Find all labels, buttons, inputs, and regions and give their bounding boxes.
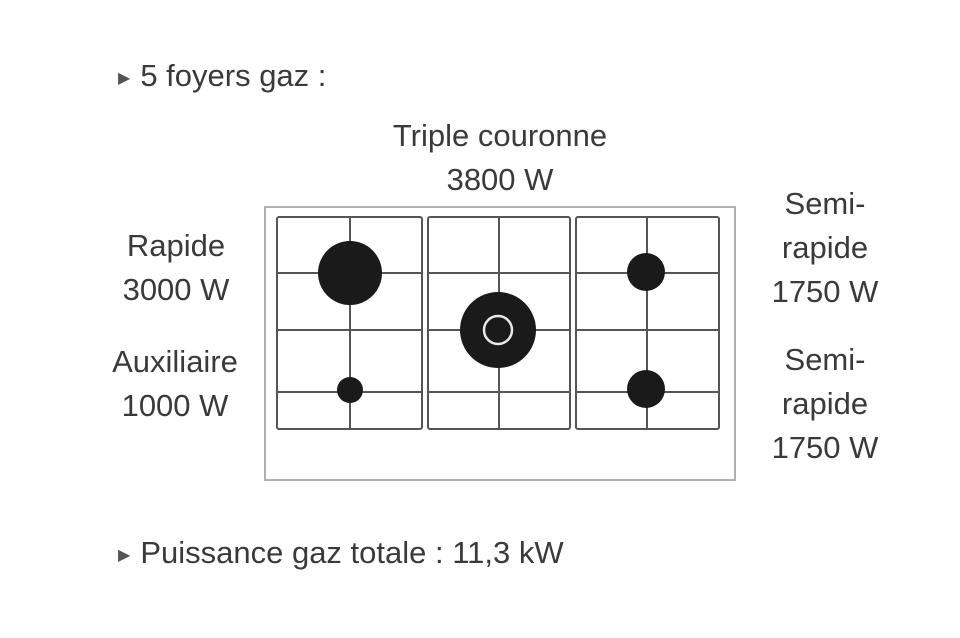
total-power-text: Puissance gaz totale : 11,3 kW bbox=[140, 535, 564, 570]
total-power-line: ▶ Puissance gaz totale : 11,3 kW bbox=[118, 533, 564, 579]
bullet-triangle-icon: ▶ bbox=[118, 70, 131, 87]
auxiliary-power: 1000 W bbox=[121, 388, 229, 423]
triple-crown-label: Triple couronne 3800 W bbox=[360, 114, 640, 202]
semi-rapid-top-power: 1750 W bbox=[771, 274, 879, 309]
bullet-triangle-icon: ▶ bbox=[118, 547, 131, 564]
semi-rapid-bottom-burner bbox=[627, 370, 665, 408]
rapid-name: Rapide bbox=[126, 228, 226, 263]
auxiliary-label: Auxiliaire 1000 W bbox=[90, 340, 260, 428]
semi-rapid-bottom-name-1: Semi- bbox=[784, 342, 866, 377]
triple-crown-inner-ring bbox=[482, 314, 514, 346]
burner-count-line: ▶ 5 foyers gaz : bbox=[118, 56, 326, 102]
semi-rapid-top-name-2: rapide bbox=[781, 230, 869, 265]
semi-rapid-bottom-power: 1750 W bbox=[771, 430, 879, 465]
auxiliary-name: Auxiliaire bbox=[112, 344, 238, 379]
burner-count-text: 5 foyers gaz : bbox=[140, 58, 327, 93]
auxiliary-burner bbox=[337, 377, 363, 403]
semi-rapid-top-burner bbox=[627, 253, 665, 291]
triple-crown-power: 3800 W bbox=[446, 162, 554, 197]
semi-rapid-bottom-name-2: rapide bbox=[781, 386, 869, 421]
hob-outline bbox=[264, 206, 736, 481]
rapid-burner bbox=[318, 241, 382, 305]
triple-crown-burner bbox=[460, 292, 536, 368]
semi-rapid-top-label: Semi- rapide 1750 W bbox=[755, 182, 895, 314]
triple-crown-name: Triple couronne bbox=[392, 118, 608, 153]
rapid-power: 3000 W bbox=[122, 272, 230, 307]
semi-rapid-bottom-label: Semi- rapide 1750 W bbox=[755, 338, 895, 470]
semi-rapid-top-name-1: Semi- bbox=[784, 186, 866, 221]
rapid-label: Rapide 3000 W bbox=[96, 224, 256, 312]
